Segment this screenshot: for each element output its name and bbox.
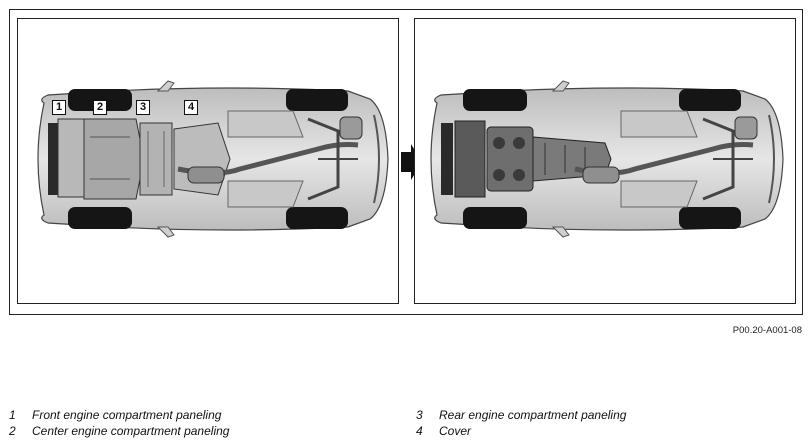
legend-label: Center engine compartment paneling	[32, 423, 230, 438]
figure-frame	[9, 9, 803, 315]
arrow-right-icon	[401, 144, 422, 180]
legend-item-4: 4 Cover	[416, 424, 626, 440]
legend-item-1: 1 Front engine compartment paneling	[9, 408, 229, 424]
callout-2: 2	[93, 100, 107, 115]
legend-column-left: 1 Front engine compartment paneling 2 Cent…	[9, 408, 229, 439]
underbody-with-paneling-illustration	[37, 80, 389, 238]
underbody-with-paneling-panel: 1 2 3 4	[17, 18, 399, 304]
legend-number: 2	[9, 423, 16, 438]
underbody-without-paneling-illustration	[430, 80, 784, 238]
legend-number: 3	[416, 408, 423, 422]
legend-label: Cover	[439, 423, 472, 438]
figure-reference: P00.20-A001-08	[732, 325, 802, 336]
legend-number: 4	[416, 423, 423, 438]
legend-label: Front engine compartment paneling	[32, 408, 222, 422]
legend-column-right: 3 Rear engine compartment paneling 4 Cover	[416, 408, 626, 439]
legend-item-3: 3 Rear engine compartment paneling	[416, 408, 626, 424]
underbody-without-paneling-panel	[414, 18, 796, 304]
legend-label: Rear engine compartment paneling	[439, 408, 627, 422]
callout-3: 3	[136, 100, 150, 115]
legend-number: 1	[9, 408, 16, 422]
legend-item-2: 2 Center engine compartment paneling	[9, 424, 229, 440]
callout-4: 4	[184, 100, 198, 115]
callout-1: 1	[52, 100, 66, 115]
